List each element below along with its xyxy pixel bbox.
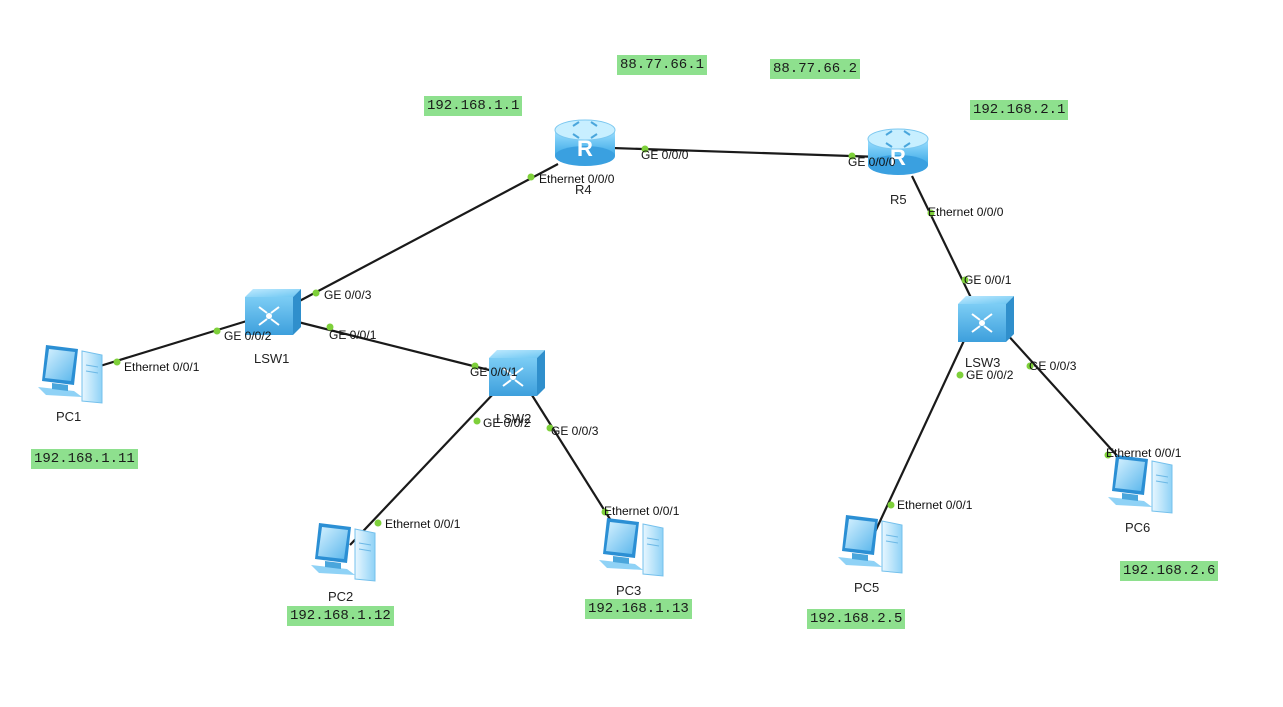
port-label-pc6-eth: Ethernet 0/0/1 <box>1106 446 1182 460</box>
port-label-lsw1-ge3: GE 0/0/3 <box>324 288 372 302</box>
device-label-pc1: PC1 <box>56 409 82 424</box>
port-label-r5-ge: GE 0/0/0 <box>848 155 896 169</box>
ip-label-pc2: 192.168.1.12 <box>287 606 394 626</box>
ip-label-r5-lan: 192.168.2.1 <box>970 100 1069 120</box>
device-label-pc5: PC5 <box>854 580 880 595</box>
device-label-r4: R4 <box>575 182 592 197</box>
device-label-r5: R5 <box>890 192 907 207</box>
port-label-lsw2-ge1: GE 0/0/1 <box>470 365 518 379</box>
pc-icon <box>598 517 664 577</box>
ip-label-pc6: 192.168.2.6 <box>1120 561 1219 581</box>
port-dot <box>374 519 382 527</box>
router-r4[interactable] <box>554 119 616 167</box>
port-dot <box>527 173 535 181</box>
device-label-pc3: PC3 <box>616 583 642 598</box>
pc-icon <box>837 514 903 574</box>
device-label-pc6: PC6 <box>1125 520 1151 535</box>
port-label-lsw2-ge2: GE 0/0/2 <box>483 416 531 430</box>
port-dot <box>113 358 121 366</box>
pc-pc6[interactable] <box>1107 454 1173 514</box>
router-icon <box>554 119 616 167</box>
switch-icon <box>957 295 1015 343</box>
port-label-lsw3-ge1: GE 0/0/1 <box>964 273 1012 287</box>
port-label-lsw3-ge2: GE 0/0/2 <box>966 368 1014 382</box>
port-label-r4-eth: Ethernet 0/0/0 <box>539 172 615 186</box>
link-lsw2-pc2 <box>349 391 496 546</box>
pc-icon <box>37 344 103 404</box>
ip-label-r4-lan: 192.168.1.1 <box>424 96 523 116</box>
port-label-pc5-eth: Ethernet 0/0/1 <box>897 498 973 512</box>
port-dot <box>471 362 479 370</box>
ip-label-pc5: 192.168.2.5 <box>807 609 906 629</box>
port-label-pc1-eth: Ethernet 0/0/1 <box>124 360 200 374</box>
link-lsw1-pc1 <box>99 318 251 368</box>
port-dot <box>641 145 649 153</box>
link-r4-r5 <box>611 146 881 159</box>
port-label-lsw1-ge1: GE 0/0/1 <box>329 328 377 342</box>
device-label-lsw2: LSW2 <box>496 411 532 426</box>
link-r4-lsw1 <box>289 163 559 307</box>
port-label-r5-eth: Ethernet 0/0/0 <box>928 205 1004 219</box>
port-label-lsw3-ge3: GE 0/0/3 <box>1029 359 1077 373</box>
port-dot <box>326 323 334 331</box>
links <box>99 146 1131 546</box>
port-label-lsw1-ge2: GE 0/0/2 <box>224 329 272 343</box>
port-dot <box>312 289 320 297</box>
port-label-pc3-eth: Ethernet 0/0/1 <box>604 504 680 518</box>
port-dot <box>1026 362 1034 370</box>
switch-lsw3[interactable] <box>957 295 1015 343</box>
link-r5-lsw3 <box>911 175 976 307</box>
pc-pc2[interactable] <box>310 522 376 582</box>
port-dots <box>113 145 1112 527</box>
link-lsw3-pc6 <box>1004 331 1131 471</box>
link-lsw1-lsw2 <box>289 318 506 376</box>
link-lsw3-pc5 <box>874 331 969 533</box>
pc-icon <box>1107 454 1173 514</box>
device-label-lsw3: LSW3 <box>965 355 1001 370</box>
port-label-r4-ge: GE 0/0/0 <box>641 148 689 162</box>
ip-label-pc3: 192.168.1.13 <box>585 599 692 619</box>
pc-pc5[interactable] <box>837 514 903 574</box>
pc-icon <box>310 522 376 582</box>
port-dot <box>1104 451 1112 459</box>
port-dot <box>473 417 481 425</box>
port-dot <box>601 508 609 516</box>
pc-pc1[interactable] <box>37 344 103 404</box>
pc-pc3[interactable] <box>598 517 664 577</box>
port-label-lsw2-ge3: GE 0/0/3 <box>551 424 599 438</box>
port-label-pc2-eth: Ethernet 0/0/1 <box>385 517 461 531</box>
port-dot <box>848 152 856 160</box>
port-dot <box>927 209 935 217</box>
port-dot <box>956 371 964 379</box>
ip-label-r4-wan: 88.77.66.1 <box>617 55 708 75</box>
device-label-lsw1: LSW1 <box>254 351 290 366</box>
ip-label-pc1: 192.168.1.11 <box>31 449 138 469</box>
port-dot <box>546 424 554 432</box>
device-label-pc2: PC2 <box>328 589 354 604</box>
port-dot <box>961 276 969 284</box>
port-dot <box>887 501 895 509</box>
ip-label-r5-wan: 88.77.66.2 <box>770 59 861 79</box>
port-dot <box>213 327 221 335</box>
